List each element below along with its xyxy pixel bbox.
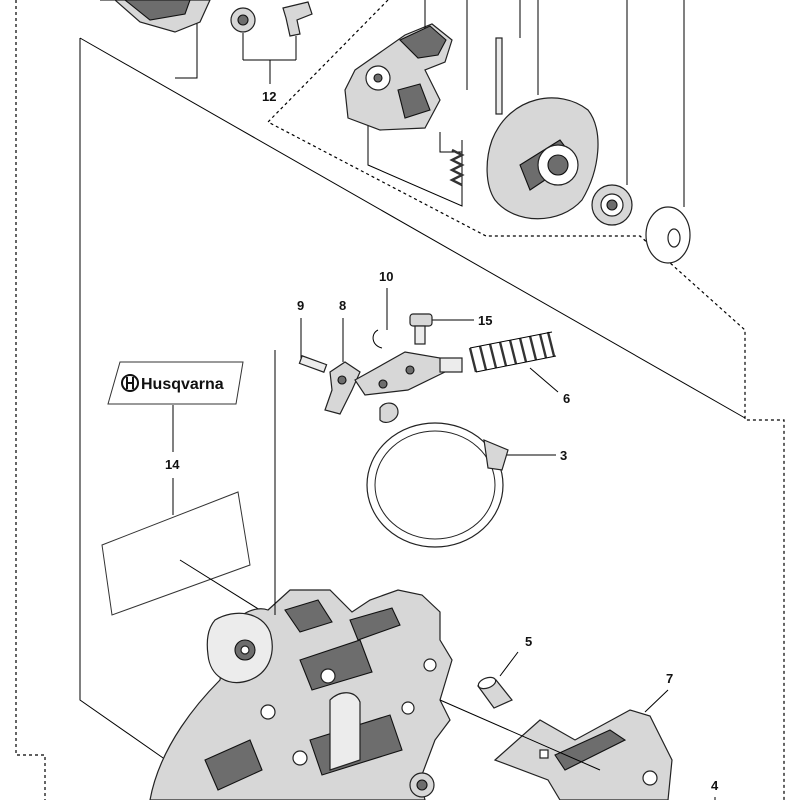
bracket-part-7	[493, 709, 673, 800]
circlip-part-10	[372, 329, 383, 349]
callout-label-14: 14	[165, 457, 180, 472]
linkage-arm	[354, 351, 463, 396]
brake-lever-part-8	[324, 361, 361, 415]
callout-4: 4	[711, 778, 719, 800]
dashed-group-boundary	[15, 0, 785, 800]
callout-10: 10	[379, 269, 393, 330]
callout-label-8: 8	[339, 298, 346, 313]
bracket-leader-line	[439, 699, 601, 771]
husqvarna-crown-icon	[121, 374, 139, 392]
callout-label-12: 12	[262, 89, 276, 104]
blank-decal-part-14	[101, 491, 269, 616]
callout-7: 7	[644, 671, 673, 713]
callout-label-7: 7	[666, 671, 673, 686]
washer	[645, 206, 691, 264]
screw-part-15	[409, 313, 433, 345]
callout-8: 8	[339, 298, 346, 362]
callout-label-9: 9	[297, 298, 304, 313]
callout-label-10: 10	[379, 269, 393, 284]
top-leader-lines	[424, 0, 685, 207]
subassembly-outline	[79, 0, 746, 761]
bushing-part-5	[477, 676, 513, 709]
small-lever-part	[282, 1, 313, 37]
compression-spring-part-6	[468, 331, 557, 373]
chain-brake-cover-housing	[149, 589, 453, 800]
callout-label-5: 5	[525, 634, 532, 649]
bottom-pinion-gear	[409, 772, 435, 798]
callout-label-4: 4	[711, 778, 719, 793]
callout-label-3: 3	[560, 448, 567, 463]
husqvarna-logo-text: Husqvarna	[141, 376, 224, 393]
pinion-gear-small	[230, 7, 256, 33]
callout-9: 9	[297, 298, 304, 360]
small-spring-upper	[449, 148, 465, 187]
callout-12: 12	[242, 33, 297, 104]
callout-label-6: 6	[563, 391, 570, 406]
husqvarna-decal: Husqvarna	[107, 361, 244, 405]
pin-part-9	[298, 355, 328, 373]
callout-6: 6	[529, 367, 570, 406]
callout-label-15: 15	[478, 313, 492, 328]
callout-5: 5	[499, 634, 532, 677]
pin-rod-upper	[495, 37, 503, 115]
callout-15: 15	[432, 313, 492, 328]
small-pin-clip	[379, 402, 399, 424]
callout-14: 14	[165, 405, 180, 515]
top-left-cut-part	[114, 0, 211, 33]
callout-3: 3	[498, 448, 567, 463]
brake-lever-housing	[344, 23, 453, 131]
spur-sprocket	[591, 184, 633, 226]
clutch-drum-cover	[486, 97, 599, 220]
brake-band-part-3	[366, 422, 509, 548]
